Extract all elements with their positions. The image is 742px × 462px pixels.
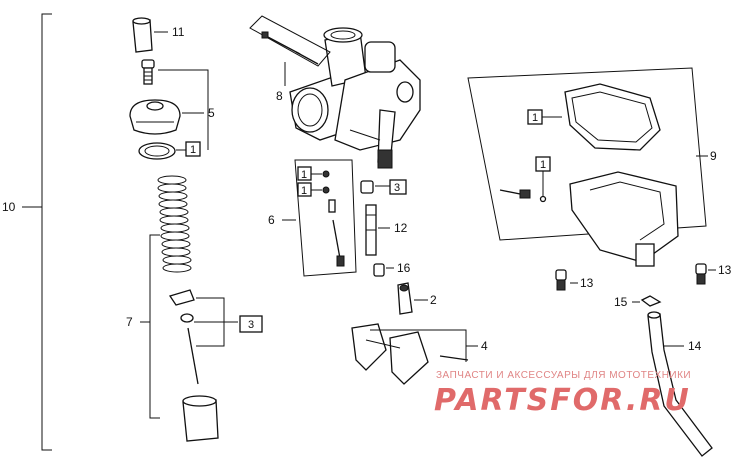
callout-1a: 1 [190, 144, 196, 156]
part-11-cap [132, 17, 153, 53]
part-5-top-cover [129, 99, 181, 135]
callout-2: 2 [430, 293, 437, 307]
callout-8: 8 [276, 89, 283, 103]
screw-set [249, 15, 331, 67]
callout-1e: 1 [540, 159, 546, 171]
callout-4: 4 [481, 339, 488, 353]
callout-9: 9 [710, 149, 717, 163]
o-ring [138, 142, 176, 160]
callout-13a: 13 [580, 276, 594, 290]
callout-16: 16 [397, 261, 411, 275]
drain-screw-right [695, 263, 707, 285]
float-assembly [351, 323, 469, 385]
bracket-10 [22, 13, 52, 451]
main-jet-group [360, 180, 390, 277]
watermark-caption: ЗАПЧАСТИ И АКСЕССУАРЫ ДЛЯ МОТОТЕХНИКИ [436, 370, 691, 381]
callout-10: 10 [2, 200, 16, 214]
callout-box-1a [185, 141, 201, 157]
clip-15 [640, 295, 662, 307]
callout-1c: 1 [301, 185, 307, 197]
callout-11: 11 [172, 25, 185, 39]
jet-kit-group [282, 159, 357, 277]
drain-screw-left [555, 269, 567, 291]
callout-6: 6 [268, 213, 275, 227]
adjuster-screw [141, 59, 155, 85]
needle-clip [168, 289, 199, 385]
callout-14: 14 [688, 339, 702, 353]
part-2 [397, 282, 413, 315]
callout-7: 7 [126, 315, 133, 329]
drain-tube-14 [647, 311, 713, 457]
carburetor-body [289, 27, 421, 169]
callout-5: 5 [208, 106, 215, 120]
watermark-logo: PARTSFOR.RU [434, 383, 691, 418]
callout-box-3a [239, 315, 263, 333]
watermark: ЗАПЧАСТИ И АКСЕССУАРЫ ДЛЯ МОТОТЕХНИКИ PA… [434, 370, 691, 418]
callout-1d: 1 [532, 112, 538, 124]
callout-3b: 3 [394, 182, 400, 194]
callout-1b: 1 [301, 169, 307, 181]
spring [157, 175, 192, 273]
throttle-slide [182, 395, 219, 442]
float-chamber-group [467, 67, 708, 267]
callout-15: 15 [614, 295, 628, 309]
callout-12: 12 [394, 221, 408, 235]
callout-3a: 3 [248, 319, 254, 331]
callout-13b: 13 [718, 263, 732, 277]
callout-box-3b [389, 179, 407, 195]
